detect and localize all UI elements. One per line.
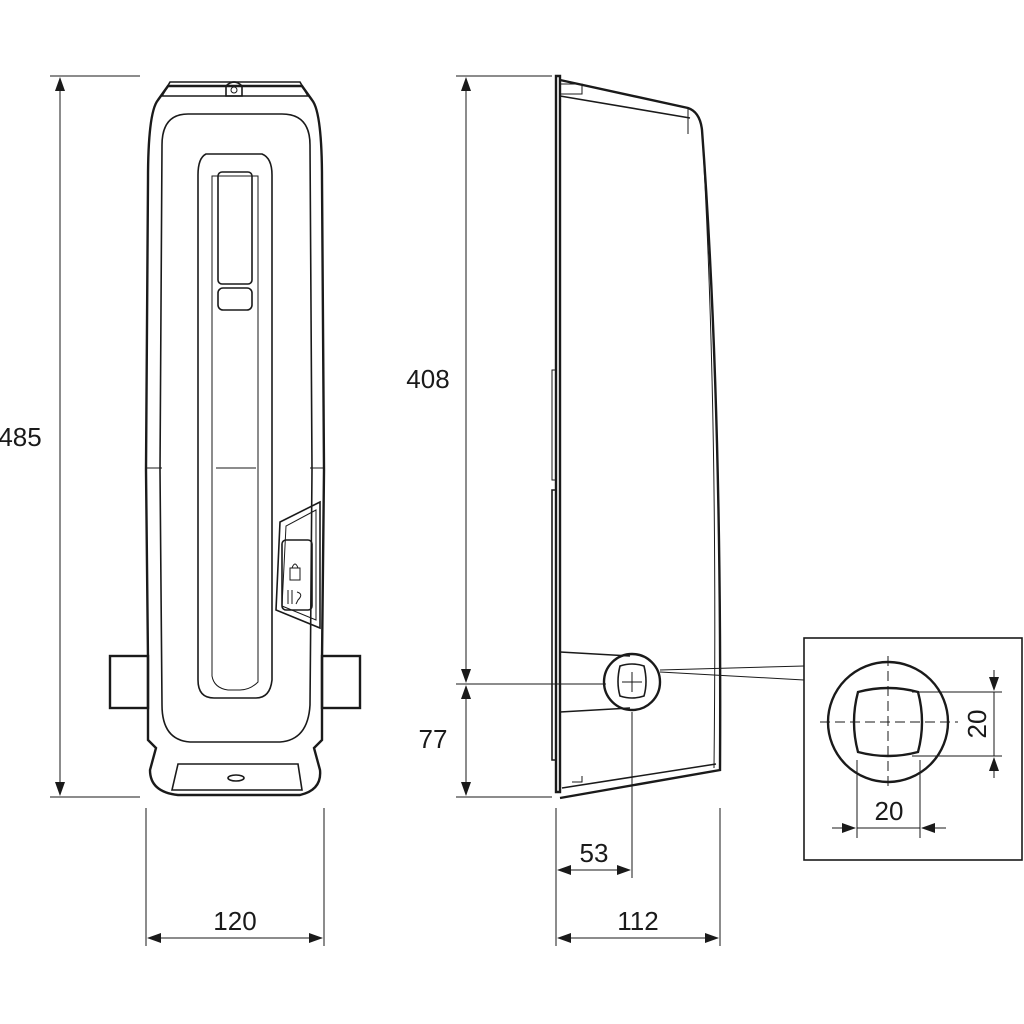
release-lever (275, 500, 321, 630)
side-upper-label: 408 (406, 364, 449, 394)
side-view (551, 74, 722, 800)
front-housing-outline (144, 84, 326, 797)
shaft-detail-view: 20 20 (803, 637, 1023, 861)
side-mounting-plate (554, 74, 562, 794)
side-shaft-offset-dimension: 53 (555, 712, 633, 946)
detail-frame (803, 637, 1023, 861)
front-mount-lug (225, 81, 243, 97)
front-view (108, 81, 362, 797)
front-height-label: 485 (0, 422, 42, 452)
front-width-dimension: 120 (145, 808, 325, 946)
side-plate-clip (559, 83, 583, 95)
side-shaft-offset-label: 53 (580, 838, 609, 868)
front-cover-panel (159, 113, 313, 743)
front-bottom-cap (170, 763, 303, 791)
front-mount-hole (230, 86, 238, 94)
front-height-dimension: 485 (0, 75, 140, 798)
front-handle-grip (217, 171, 253, 285)
front-top-cap (160, 81, 310, 97)
lock-release-icon (287, 563, 302, 605)
front-shaft-left (108, 654, 150, 710)
side-depth-dimension: 112 (557, 808, 721, 946)
front-shaft-right (320, 654, 362, 710)
side-depth-label: 112 (617, 906, 658, 936)
front-width-label: 120 (213, 906, 256, 936)
side-housing-inner-edge (701, 129, 716, 769)
detail-leader-top (659, 665, 805, 671)
side-housing-outline (559, 78, 722, 800)
side-wall-strip (551, 369, 556, 481)
side-housing-bottom-edge (561, 763, 717, 789)
detail-leader-bottom (659, 671, 805, 681)
side-housing-bottom-tab (572, 776, 583, 783)
release-lever-body (275, 500, 321, 630)
front-handle-slot (197, 153, 273, 699)
side-wall-strip (551, 489, 556, 761)
side-shaft-circle (602, 652, 662, 712)
side-shaft-boss (559, 651, 631, 713)
side-shaft-square (617, 663, 647, 699)
detail-width-label: 20 (875, 796, 904, 826)
side-housing-top-edge (559, 95, 691, 119)
detail-height-label: 20 (962, 710, 992, 739)
front-handle-button (217, 287, 253, 311)
side-lower-dimension: 77 (419, 685, 552, 798)
detail-shaft-square (852, 686, 924, 758)
side-lower-label: 77 (419, 724, 448, 754)
front-bottom-hole (227, 774, 245, 782)
side-upper-dimension: 408 (406, 75, 606, 685)
release-lever-face (281, 539, 313, 611)
front-handle-inner (211, 175, 259, 691)
